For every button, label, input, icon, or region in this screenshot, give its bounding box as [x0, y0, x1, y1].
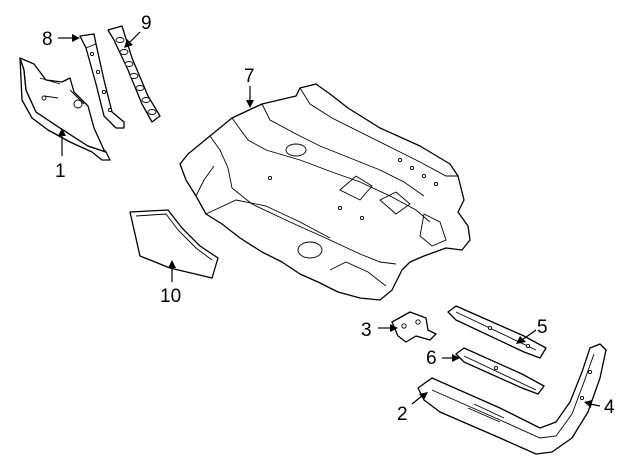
part-2-scuff-plate [417, 343, 607, 455]
part-1-side-panel [19, 57, 111, 161]
callout-9: 9 [141, 13, 152, 34]
callout-2: 2 [397, 404, 408, 425]
callout-8: 8 [42, 29, 53, 50]
part-8-pillar-strip [79, 33, 125, 129]
callout-4: 4 [604, 397, 615, 418]
leader-lines [58, 31, 601, 408]
callout-5: 5 [537, 317, 548, 338]
part-10-insulator-pad [129, 209, 219, 279]
callout-labels: 1 2 3 4 5 6 7 8 9 10 [42, 13, 615, 425]
part-6-sill-reinforcement [455, 347, 545, 395]
callout-6: 6 [426, 348, 437, 369]
part-5-sill-plate [447, 305, 547, 359]
part-3-bracket [391, 311, 437, 343]
callout-1: 1 [55, 161, 66, 182]
callout-3: 3 [361, 320, 372, 341]
part-9-reinforcement [107, 25, 161, 123]
callout-10: 10 [160, 286, 181, 307]
part-7-floor-pan [179, 83, 471, 301]
callout-7: 7 [244, 66, 255, 87]
